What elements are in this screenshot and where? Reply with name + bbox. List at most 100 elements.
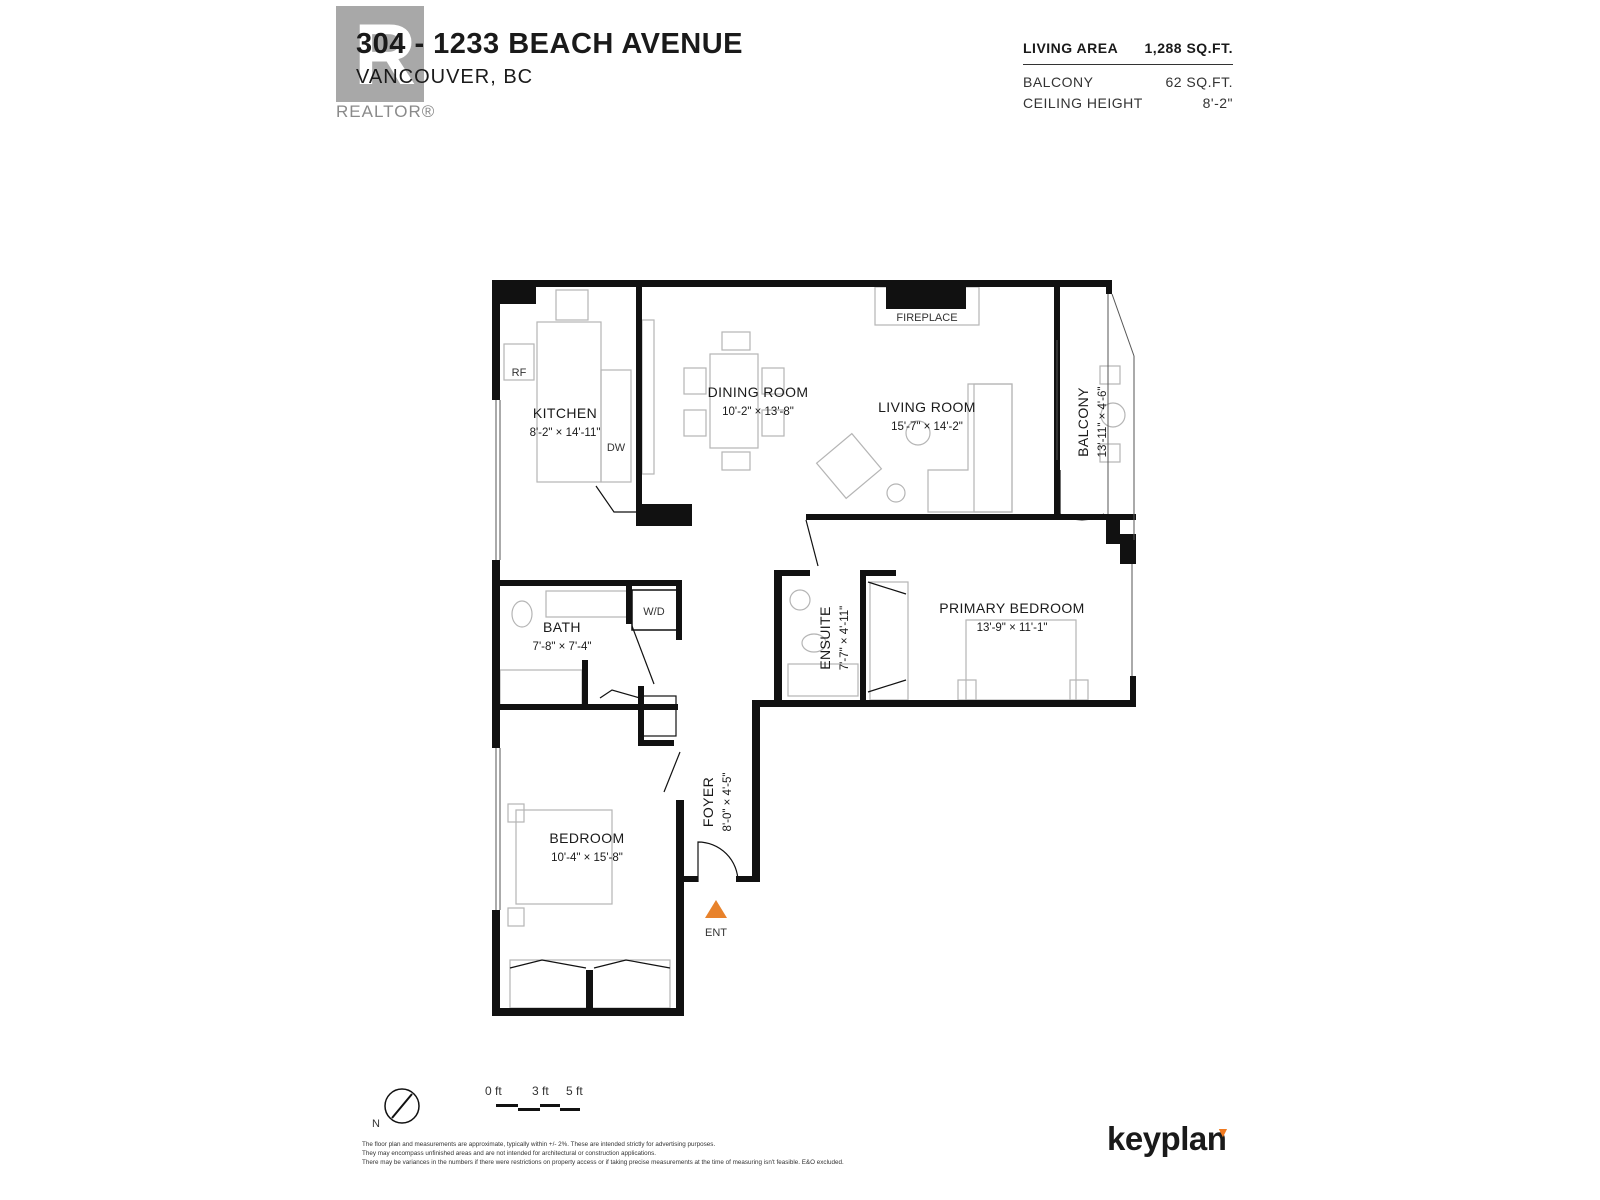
wall <box>860 570 896 576</box>
balcony-chair <box>1099 365 1121 385</box>
scale-bar <box>496 1104 580 1111</box>
dining-dims: 10'-2" × 13'-8" <box>722 406 794 418</box>
wall <box>492 580 682 586</box>
kitchen-dims: 8'-2" × 14'-11" <box>530 427 601 439</box>
living-label: LIVING ROOM <box>878 399 976 415</box>
disclaimer-line: There may be variances in the numbers if… <box>362 1159 844 1166</box>
living-dims: 15'-7" × 14'-2" <box>891 421 963 433</box>
stat-balcony: BALCONY 62 SQ.FT. <box>1023 72 1233 93</box>
fridge-label: RF <box>512 367 527 379</box>
door <box>631 625 655 685</box>
scale-segment <box>560 1108 580 1111</box>
foyer-label: FOYER <box>700 777 716 827</box>
kitchen-counter <box>536 321 602 483</box>
primary-closet <box>869 581 909 701</box>
disclaimer-line: The floor plan and measurements are appr… <box>362 1141 716 1148</box>
wall <box>636 504 692 526</box>
scale-label-three: 3 ft <box>532 1084 549 1098</box>
wall <box>492 728 500 748</box>
wall <box>1106 514 1136 520</box>
scale-segment <box>518 1108 540 1111</box>
scale-label-zero: 0 ft <box>485 1084 502 1098</box>
wall <box>860 570 866 706</box>
dishwasher-label: DW <box>607 442 626 454</box>
dining-table <box>709 353 759 449</box>
balcony-table <box>1100 402 1126 428</box>
primary-dims: 13'-9" × 11'-1" <box>977 622 1048 634</box>
kitchen-island <box>641 319 655 475</box>
ensuite-sink <box>789 589 811 611</box>
wall <box>636 284 642 504</box>
keyplan-fox-icon: ▼ <box>1216 1124 1230 1140</box>
realtor-logo <box>336 6 424 105</box>
dining-chair <box>683 409 707 437</box>
bath-vanity <box>545 590 629 618</box>
wall <box>736 876 760 882</box>
living-light <box>905 420 931 446</box>
pantry-door <box>595 485 636 513</box>
dining-chair <box>761 409 785 437</box>
dining-label: DINING ROOM <box>708 384 809 400</box>
balcony-door <box>1059 470 1105 521</box>
nightstand <box>507 907 525 927</box>
wall <box>492 560 500 728</box>
windows <box>495 293 1135 910</box>
fireplace-box <box>886 287 966 309</box>
wall <box>1130 676 1136 706</box>
wall <box>774 570 810 576</box>
stat-label: BALCONY <box>1023 74 1094 90</box>
stat-value: 1,288 SQ.FT. <box>1144 40 1233 56</box>
ensuite-dims: 7'-7" × 4'-11" <box>839 606 851 670</box>
closet-door <box>867 581 907 595</box>
sofa-back <box>973 383 1013 513</box>
ensuite-tub <box>787 663 859 697</box>
bedroom-dims: 10'-4" × 15'-8" <box>551 852 623 864</box>
bath-dims: 7'-8" × 7'-4" <box>533 641 592 653</box>
primary-label: PRIMARY BEDROOM <box>939 600 1085 616</box>
area-stats: LIVING AREA 1,288 SQ.FT. BALCONY 62 SQ.F… <box>1023 38 1233 114</box>
dining-chair <box>761 367 785 395</box>
kitchen-counter-sink <box>600 369 632 483</box>
cooktop <box>555 289 589 321</box>
wall <box>638 686 644 746</box>
window <box>1111 293 1135 357</box>
bath-label: BATH <box>543 619 581 635</box>
kitchen-label: KITCHEN <box>533 405 597 421</box>
doors <box>509 470 1105 969</box>
stat-living-area: LIVING AREA 1,288 SQ.FT. <box>1023 38 1233 65</box>
balcony-chair <box>1099 443 1121 463</box>
dining-chair <box>721 451 751 471</box>
listing-address: 304 - 1233 BEACH AVENUE <box>356 28 744 60</box>
wall <box>806 514 1112 520</box>
bedroom-label: BEDROOM <box>549 830 624 846</box>
dining-chair <box>721 331 751 351</box>
door <box>663 751 681 793</box>
wall <box>492 704 678 710</box>
wall <box>1106 514 1120 544</box>
nightstand <box>957 679 977 701</box>
wall <box>626 580 632 624</box>
realtor-watermark: REALTOR® <box>336 102 436 121</box>
armchair <box>815 432 883 500</box>
nightstand <box>507 803 525 823</box>
disclaimer: The floor plan and measurements are appr… <box>362 1140 1162 1167</box>
entrance-label: ENT <box>705 927 727 939</box>
closet-door <box>509 959 587 969</box>
wall <box>752 700 1136 707</box>
stat-label: CEILING HEIGHT <box>1023 95 1143 111</box>
scale-segment <box>496 1104 518 1107</box>
door <box>805 519 819 567</box>
wall <box>492 280 500 400</box>
balcony-dims: 13'-11" × 4'-6" <box>1097 387 1109 458</box>
north-label: N <box>372 1118 380 1130</box>
ensuite-label: ENSUITE <box>817 606 833 669</box>
disclaimer-line: They may encompass unfinished areas and … <box>362 1150 657 1157</box>
furniture-layer <box>499 286 1126 1009</box>
north-needle <box>391 1093 413 1119</box>
ensuite-toilet <box>801 633 827 653</box>
stat-value: 8'-2" <box>1202 95 1233 111</box>
wall <box>586 970 593 1012</box>
bath-toilet <box>511 600 533 628</box>
entry-marker-icon <box>705 900 727 918</box>
